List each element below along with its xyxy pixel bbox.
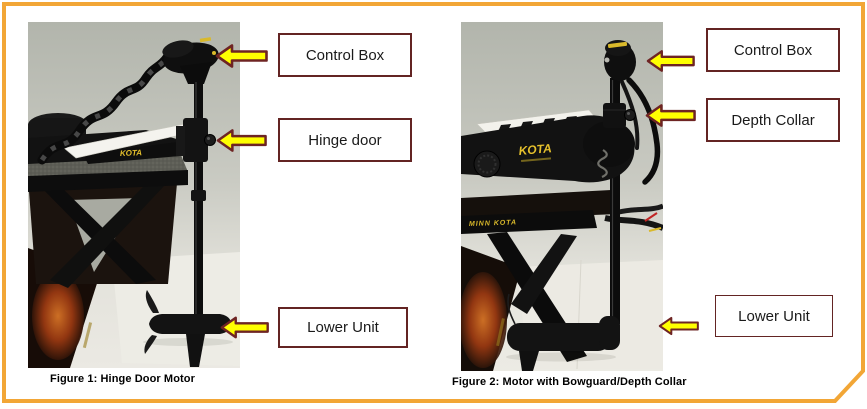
motor-body: KOTA — [461, 109, 635, 183]
figure-2-photo: MINN KOTA KOTA — [461, 22, 663, 371]
figure-1-photo: KOTA — [28, 22, 240, 368]
lower-unit — [143, 290, 233, 367]
callout-label-depth-collar: Depth Collar — [706, 98, 840, 142]
callout-label-lower-unit-fig2: Lower Unit — [715, 295, 833, 337]
motor-brand-text: KOTA — [120, 148, 143, 158]
control-box-head — [162, 37, 219, 84]
lower-unit — [506, 293, 620, 371]
left-arrow-icon — [658, 316, 699, 336]
callout-label-control-box-fig1: Control Box — [278, 33, 412, 77]
motor-stand — [28, 148, 188, 288]
left-arrow-icon — [215, 44, 268, 68]
left-arrow-icon — [645, 104, 696, 127]
left-arrow-icon — [216, 129, 267, 152]
control-box-head — [604, 40, 636, 81]
callout-label-hinge-door: Hinge door — [278, 118, 412, 162]
stand-brand-text: MINN KOTA — [469, 219, 517, 228]
flame-poster — [461, 246, 521, 371]
left-arrow-icon — [646, 50, 695, 72]
callout-label-control-box-fig2: Control Box — [706, 28, 840, 72]
depth-collar — [603, 103, 636, 128]
bowguard-spring — [597, 149, 608, 179]
battery-wires — [604, 203, 663, 232]
motor-brand-text: KOTA — [518, 141, 552, 158]
hinge-door-bracket — [176, 118, 216, 162]
figure-2-caption: Figure 2: Motor with Bowguard/Depth Coll… — [452, 376, 687, 388]
figure-1-caption: Figure 1: Hinge Door Motor — [50, 373, 195, 385]
callout-label-lower-unit-fig1: Lower Unit — [278, 307, 408, 348]
coiled-cable — [37, 51, 173, 165]
left-arrow-icon — [220, 316, 269, 339]
